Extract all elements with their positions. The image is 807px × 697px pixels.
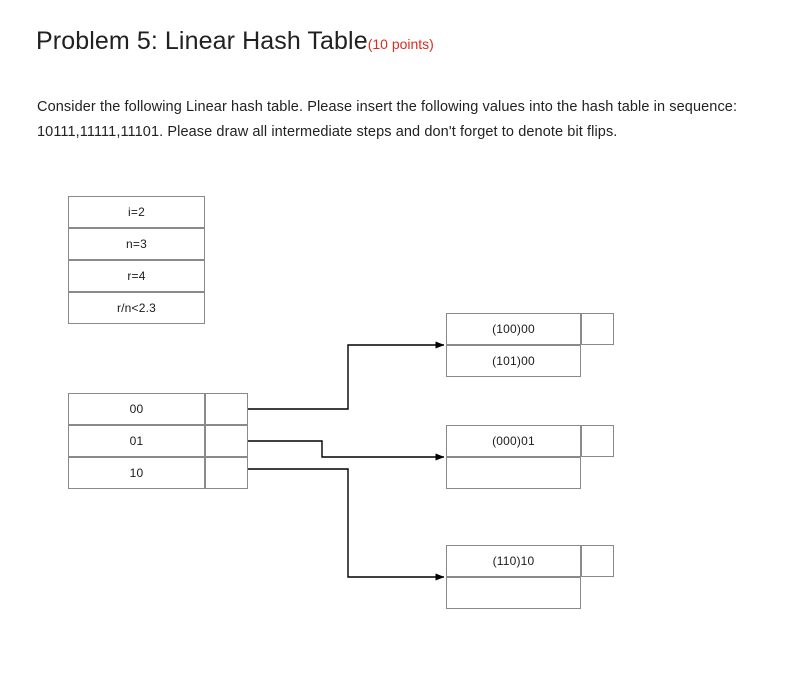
param-row-i: i=2	[68, 196, 205, 228]
directory-pointer-10	[205, 457, 248, 489]
page-title-text: Problem 5: Linear Hash Table	[36, 27, 368, 55]
param-row-r: r=4	[68, 260, 205, 292]
page-title: Problem 5: Linear Hash Table(10 points)	[36, 26, 434, 59]
points-badge: (10 points)	[367, 36, 434, 52]
connector-dir-01-to-bucket-01	[248, 440, 445, 461]
param-row-load-factor: r/n<2.3	[68, 292, 205, 324]
directory-key-01: 01	[68, 425, 205, 457]
directory-key-10: 10	[68, 457, 205, 489]
bucket-01-slot-1	[446, 457, 581, 489]
bucket-01-overflow-pointer	[581, 425, 614, 457]
bucket-10-slot-1	[446, 577, 581, 609]
directory-pointer-01	[205, 425, 248, 457]
directory-key-00: 00	[68, 393, 205, 425]
bucket-01-slot-0: (000)01	[446, 425, 581, 457]
connector-dir-00-to-bucket-00	[248, 341, 445, 410]
bucket-00-overflow-pointer	[581, 313, 614, 345]
directory-pointer-00	[205, 393, 248, 425]
bucket-10-overflow-pointer	[581, 545, 614, 577]
bucket-10-slot-0: (110)10	[446, 545, 581, 577]
problem-statement: Consider the following Linear hash table…	[37, 98, 738, 140]
param-row-n: n=3	[68, 228, 205, 260]
bucket-00-slot-1: (101)00	[446, 345, 581, 377]
bucket-00-slot-0: (100)00	[446, 313, 581, 345]
connector-dir-10-to-bucket-10	[248, 468, 445, 581]
